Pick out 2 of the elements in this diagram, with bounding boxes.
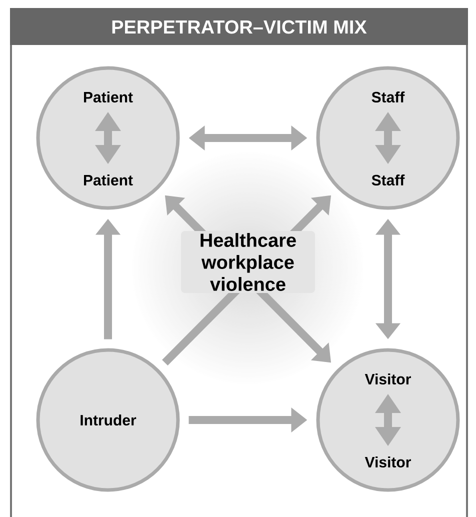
title-bar: PERPETRATOR–VICTIM MIX	[10, 8, 468, 45]
center-label: Healthcare workplace violence	[181, 231, 315, 293]
